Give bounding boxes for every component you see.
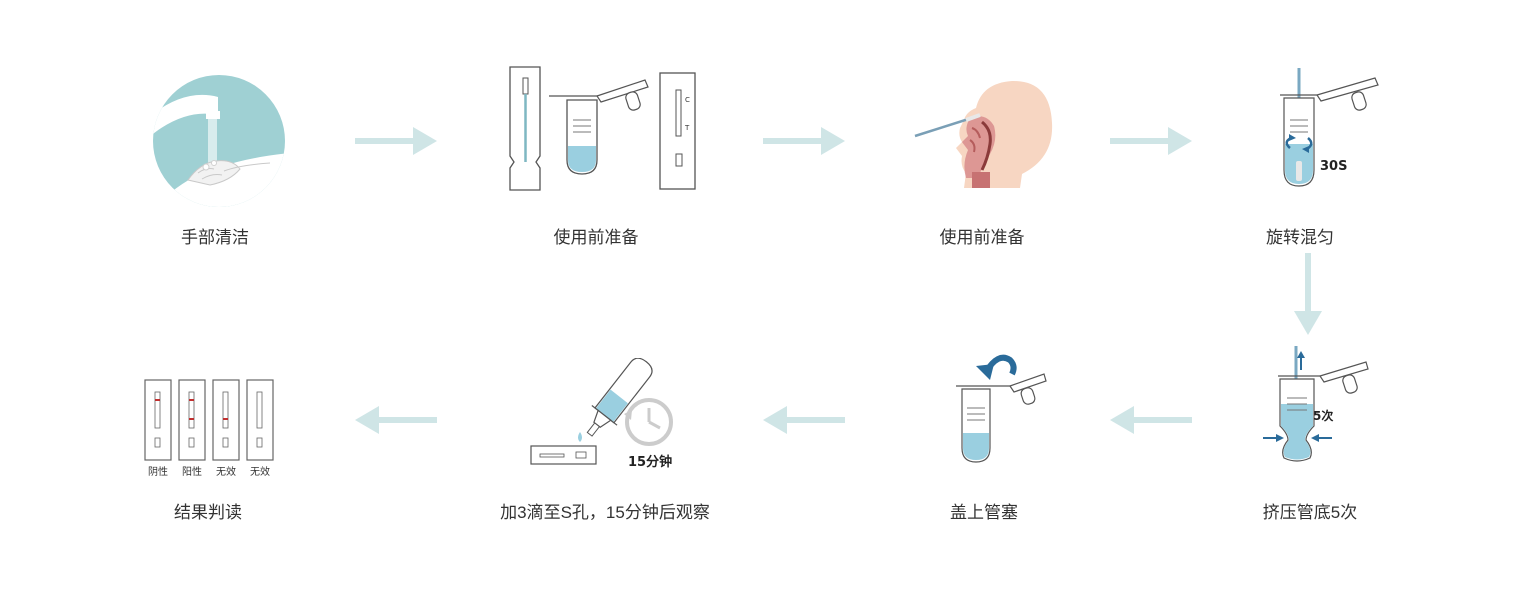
result-card-positive: 阳性 <box>178 379 206 478</box>
flow-arrow-left-1 <box>1110 406 1192 439</box>
step-5-label: 挤压管底5次 <box>1262 503 1358 522</box>
step-4-label: 旋转混匀 <box>1266 228 1334 247</box>
result-label-positive: 阳性 <box>182 465 202 478</box>
step-6-label: 盖上管塞 <box>950 503 1018 522</box>
step-2-label: 使用前准备 <box>553 228 639 247</box>
step-3-label: 使用前准备 <box>939 228 1025 247</box>
nasal-swab-icon <box>912 78 1057 188</box>
result-label-invalid-2: 无效 <box>250 465 270 478</box>
result-card-invalid-2: 无效 <box>246 379 274 478</box>
step-1-label: 手部清洁 <box>181 228 249 247</box>
kit-test-mark: T <box>684 124 690 132</box>
flow-arrow-right-1 <box>355 127 437 160</box>
wait-time-text: 15分钟 <box>628 454 672 470</box>
kit-control-mark: C <box>685 96 690 104</box>
flow-arrow-down <box>1294 253 1322 340</box>
step-7-label: 加3滴至S孔，15分钟后观察 <box>500 503 710 522</box>
squeeze-tube-icon: 5次 <box>1258 342 1373 467</box>
add-drops-timer-icon: 15分钟 <box>528 357 688 473</box>
result-label-negative: 阴性 <box>148 465 168 478</box>
result-card-invalid-1: 无效 <box>212 379 240 478</box>
result-card-negative: 阴性 <box>144 379 172 478</box>
step-8-label: 结果判读 <box>174 503 242 522</box>
result-label-invalid-1: 无效 <box>216 465 236 478</box>
result-cards-icon: 阴性 阳性 无效 <box>143 378 278 480</box>
squeeze-count-text: 5次 <box>1313 408 1333 423</box>
cap-tube-icon <box>952 348 1052 468</box>
flow-arrow-left-2 <box>763 406 845 439</box>
rotate-duration-text: 30S <box>1320 159 1347 174</box>
rotate-mix-tube-icon: 30S <box>1275 66 1390 196</box>
flow-arrow-right-2 <box>763 127 845 160</box>
hand-washing-icon <box>140 75 290 215</box>
test-kit-components-icon: C T <box>505 64 700 194</box>
flow-arrow-right-3 <box>1110 127 1192 160</box>
flow-arrow-left-3 <box>355 406 437 439</box>
